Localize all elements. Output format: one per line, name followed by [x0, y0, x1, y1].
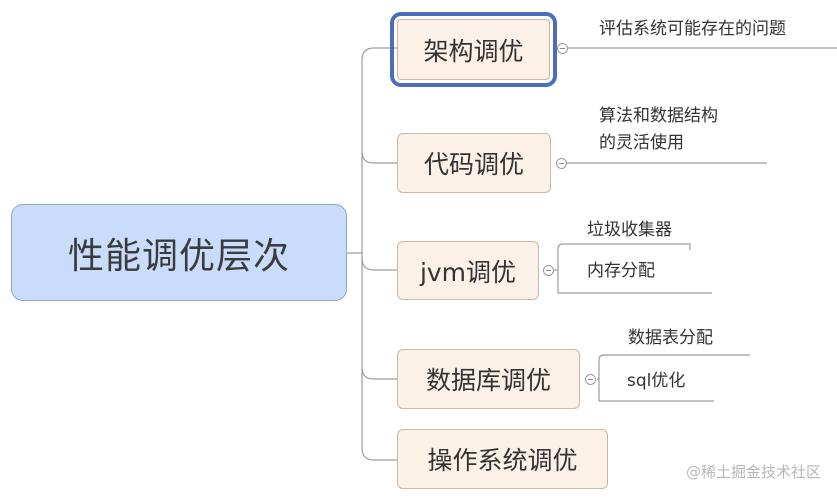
branch-label: 架构调优	[423, 36, 524, 66]
collapse-toggle-database[interactable]	[585, 374, 596, 385]
leaf-topic[interactable]: 垃圾收集器	[587, 220, 672, 240]
leaf-line-3b	[557, 270, 712, 294]
trunk-line	[361, 47, 397, 461]
branch-os[interactable]: 操作系统调优	[397, 429, 608, 489]
collapse-toggle-code[interactable]	[556, 158, 567, 169]
branch-architecture[interactable]: 架构调优	[390, 12, 557, 87]
branch-database[interactable]: 数据库调优	[397, 349, 580, 409]
branch-connector-3	[361, 257, 397, 271]
branch-label: 代码调优	[423, 150, 524, 179]
branch-label: jvm调优	[419, 257, 517, 287]
leaf-line-3a	[554, 243, 691, 271]
leaf-topic[interactable]: 算法和数据结构 的灵活使用	[599, 106, 718, 153]
leaf-line-4b	[598, 379, 714, 402]
watermark: @稀土掘金技术社区	[685, 463, 821, 481]
branch-label: 操作系统调优	[427, 446, 578, 475]
branch-connector-2	[361, 151, 397, 164]
collapse-toggle-architecture[interactable]	[557, 43, 568, 54]
root-topic-label: 性能调优层次	[67, 235, 290, 277]
root-topic[interactable]: 性能调优层次	[11, 204, 347, 301]
leaf-topic[interactable]: 评估系统可能存在的问题	[599, 19, 786, 39]
leaf-line-4a	[597, 354, 750, 380]
leaf-topic[interactable]: 内存分配	[587, 261, 655, 281]
collapse-toggle-jvm[interactable]	[543, 265, 554, 276]
leaf-topic[interactable]: 数据表分配	[628, 328, 713, 348]
leaf-topic[interactable]: sql优化	[627, 371, 686, 391]
branch-connector-4	[361, 367, 397, 380]
branch-jvm[interactable]: jvm调优	[397, 241, 539, 300]
branch-label: 数据库调优	[425, 366, 551, 395]
branch-code[interactable]: 代码调优	[397, 133, 551, 193]
